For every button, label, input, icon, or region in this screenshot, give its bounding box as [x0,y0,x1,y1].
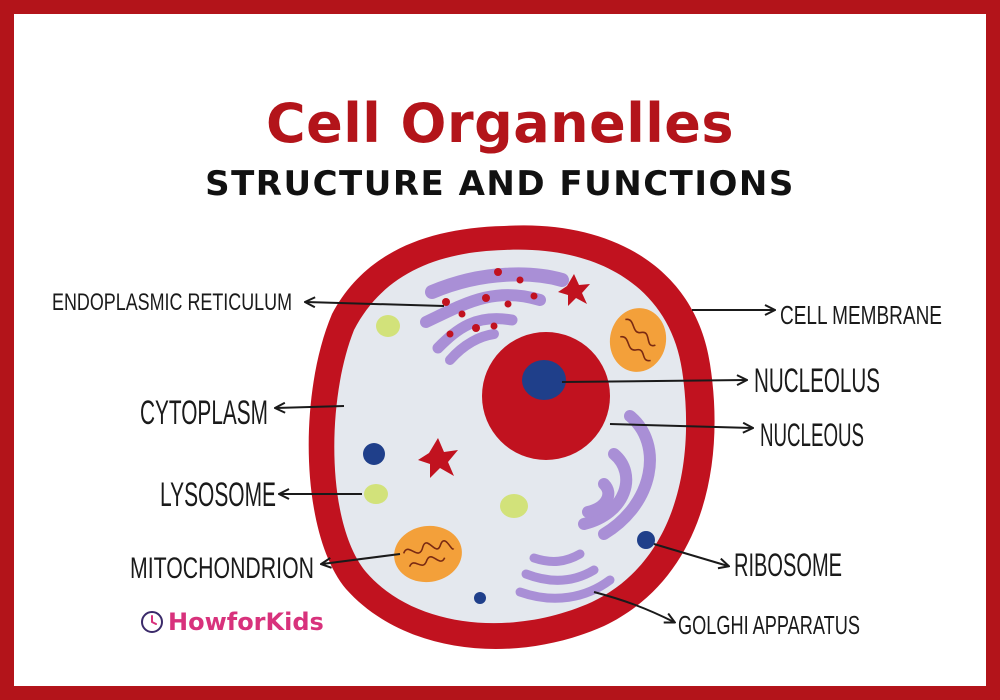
ribosome-2 [637,531,655,549]
leader-mitochondrion [322,553,401,564]
lysosome-2 [364,484,388,504]
label-golghi-apparatus: GOLGHI APPARATUS [678,610,860,640]
brand-logo: HowforKids [140,606,324,638]
page-subtitle: STRUCTURE AND FUNCTIONS [205,164,795,204]
leader-ribosome [653,543,728,566]
leader-nucleous [609,424,752,428]
label-lysosome: LYSOSOME [160,476,276,514]
rough-er-stack [578,410,656,540]
endoplasmic-reticulum [420,267,569,365]
cell-diagram: ENDOPLASMIC RETICULUM CYTOPLASM LYSOSOME… [52,225,942,650]
lysosome-3 [500,494,528,518]
golgi-apparatus [515,549,615,603]
leader-er [306,302,445,306]
logo-text: HowforKids [168,608,324,636]
mitochondrion-top [609,308,667,372]
page-title: Cell Organelles [265,92,735,155]
ribosome-1 [363,443,385,465]
label-cytoplasm: CYTOPLASM [140,394,268,432]
leader-golgi [593,591,674,622]
label-mitochondrion: MITOCHONDRION [130,552,314,585]
label-nucleous: NUCLEOUS [760,417,864,453]
mitochondrion-bottom [394,525,462,583]
label-nucleolus: NUCLEOLUS [754,362,880,400]
label-endoplasmic-reticulum: ENDOPLASMIC RETICULUM [52,289,292,316]
lysosome-1 [376,315,400,337]
er-ribosome-dots [442,268,538,338]
label-ribosome: RIBOSOME [734,547,842,583]
nucleolus [522,360,566,400]
leader-nucleolus [561,380,746,382]
ribosome-3 [474,592,486,604]
label-cell-membrane: CELL MEMBRANE [780,300,942,330]
leader-lines [276,302,774,622]
centrosome-left [418,438,458,478]
leader-cytoplasm [276,406,345,408]
clock-icon [141,611,163,633]
centrosome-top [558,274,590,306]
